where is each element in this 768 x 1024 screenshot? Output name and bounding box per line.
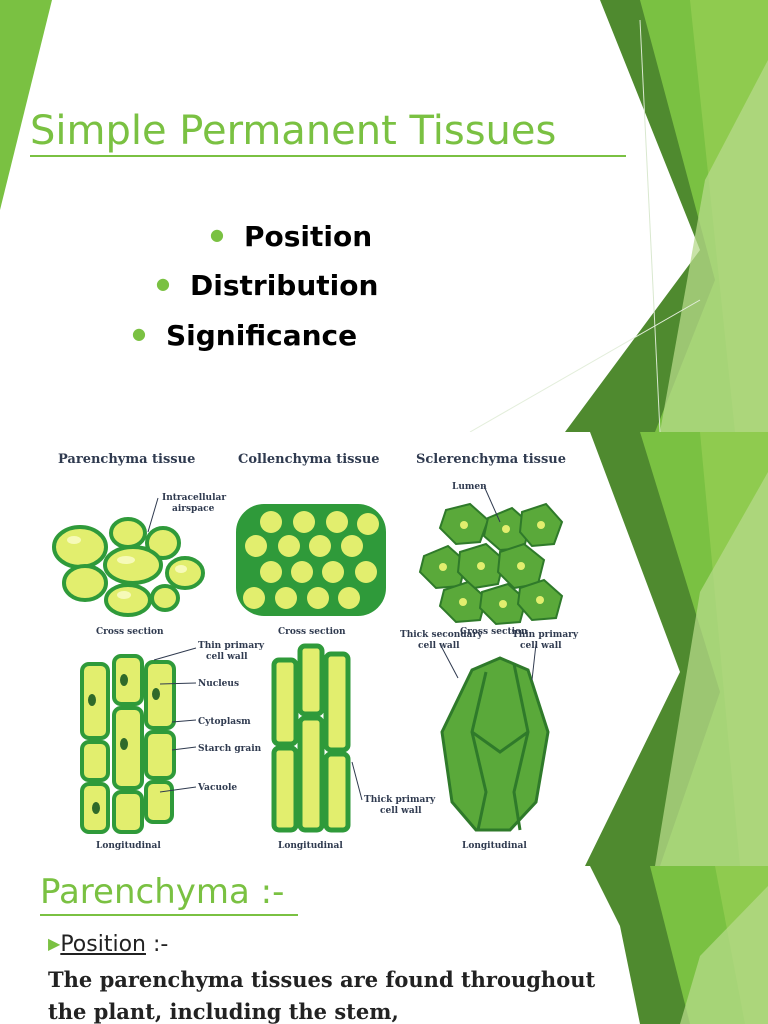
header-sclerenchyma: Sclerenchyma tissue <box>416 452 566 467</box>
label-airspace: airspace <box>172 504 215 514</box>
bullet-distribution: ●Distribution <box>156 269 379 302</box>
label-longitudinal-3: Longitudinal <box>462 841 527 851</box>
label-lumen: Lumen <box>452 482 487 492</box>
title-underline <box>30 155 626 157</box>
triangle-bullet-icon: ▶ <box>48 934 61 953</box>
label-longitudinal-1: Longitudinal <box>96 841 161 851</box>
header-collenchyma: Collenchyma tissue <box>238 452 380 467</box>
bullet-dot-icon: ● <box>156 274 170 293</box>
collenchyma-cross-section <box>236 504 386 616</box>
section-title-underline <box>40 914 298 916</box>
bullet-dot-icon: ● <box>210 225 224 244</box>
slide-2-decoration <box>585 432 768 866</box>
bullet-significance: ●Significance <box>132 319 358 352</box>
label-thin-primary-2: cell wall <box>206 652 248 662</box>
label-longitudinal-2: Longitudinal <box>278 841 343 851</box>
parenchyma-cross-section <box>52 517 205 617</box>
label-cytoplasm: Cytoplasm <box>198 717 251 727</box>
label-thin-primary-scl: Thin primary <box>512 630 579 640</box>
label-thin-primary: Thin primary <box>198 641 265 651</box>
label-nucleus: Nucleus <box>198 679 239 689</box>
slide-3-decoration <box>590 866 768 1024</box>
parenchyma-longitudinal <box>80 654 176 834</box>
label-cross-section-3: Cross section <box>460 627 528 637</box>
label-starch-grain: Starch grain <box>198 744 262 754</box>
header-parenchyma: Parenchyma tissue <box>58 452 195 467</box>
label-thick-secondary-2: cell wall <box>418 641 460 651</box>
label-thick-secondary: Thick secondary <box>400 630 483 640</box>
slide-1: Simple Permanent Tissues ●Position ●Dist… <box>0 0 768 432</box>
section-title: Parenchyma :- <box>40 872 285 912</box>
slide-1-decoration <box>0 0 768 432</box>
label-vacuole: Vacuole <box>197 783 237 793</box>
label-thin-primary-scl-2: cell wall <box>520 641 562 651</box>
slide-3: Parenchyma :- ▶Position :- The parenchym… <box>0 866 768 1024</box>
slide-title: Simple Permanent Tissues <box>30 108 557 154</box>
label-thick-primary-2: cell wall <box>380 806 422 816</box>
collenchyma-longitudinal <box>271 643 351 833</box>
label-cross-section-1: Cross section <box>96 627 164 637</box>
bullet-position: ●Position <box>210 220 373 253</box>
label-intracellular: Intracellular <box>162 493 226 503</box>
position-heading: ▶Position :- <box>48 932 169 957</box>
label-cross-section-2: Cross section <box>278 627 346 637</box>
tissue-diagram: Parenchyma tissue Collenchyma tissue Scl… <box>38 432 585 866</box>
body-text: The parenchyma tissues are found through… <box>48 967 596 1024</box>
label-thick-primary: Thick primary <box>364 795 436 805</box>
bullet-dot-icon: ● <box>132 324 146 343</box>
slide-2: Parenchyma tissue Collenchyma tissue Scl… <box>0 432 768 866</box>
